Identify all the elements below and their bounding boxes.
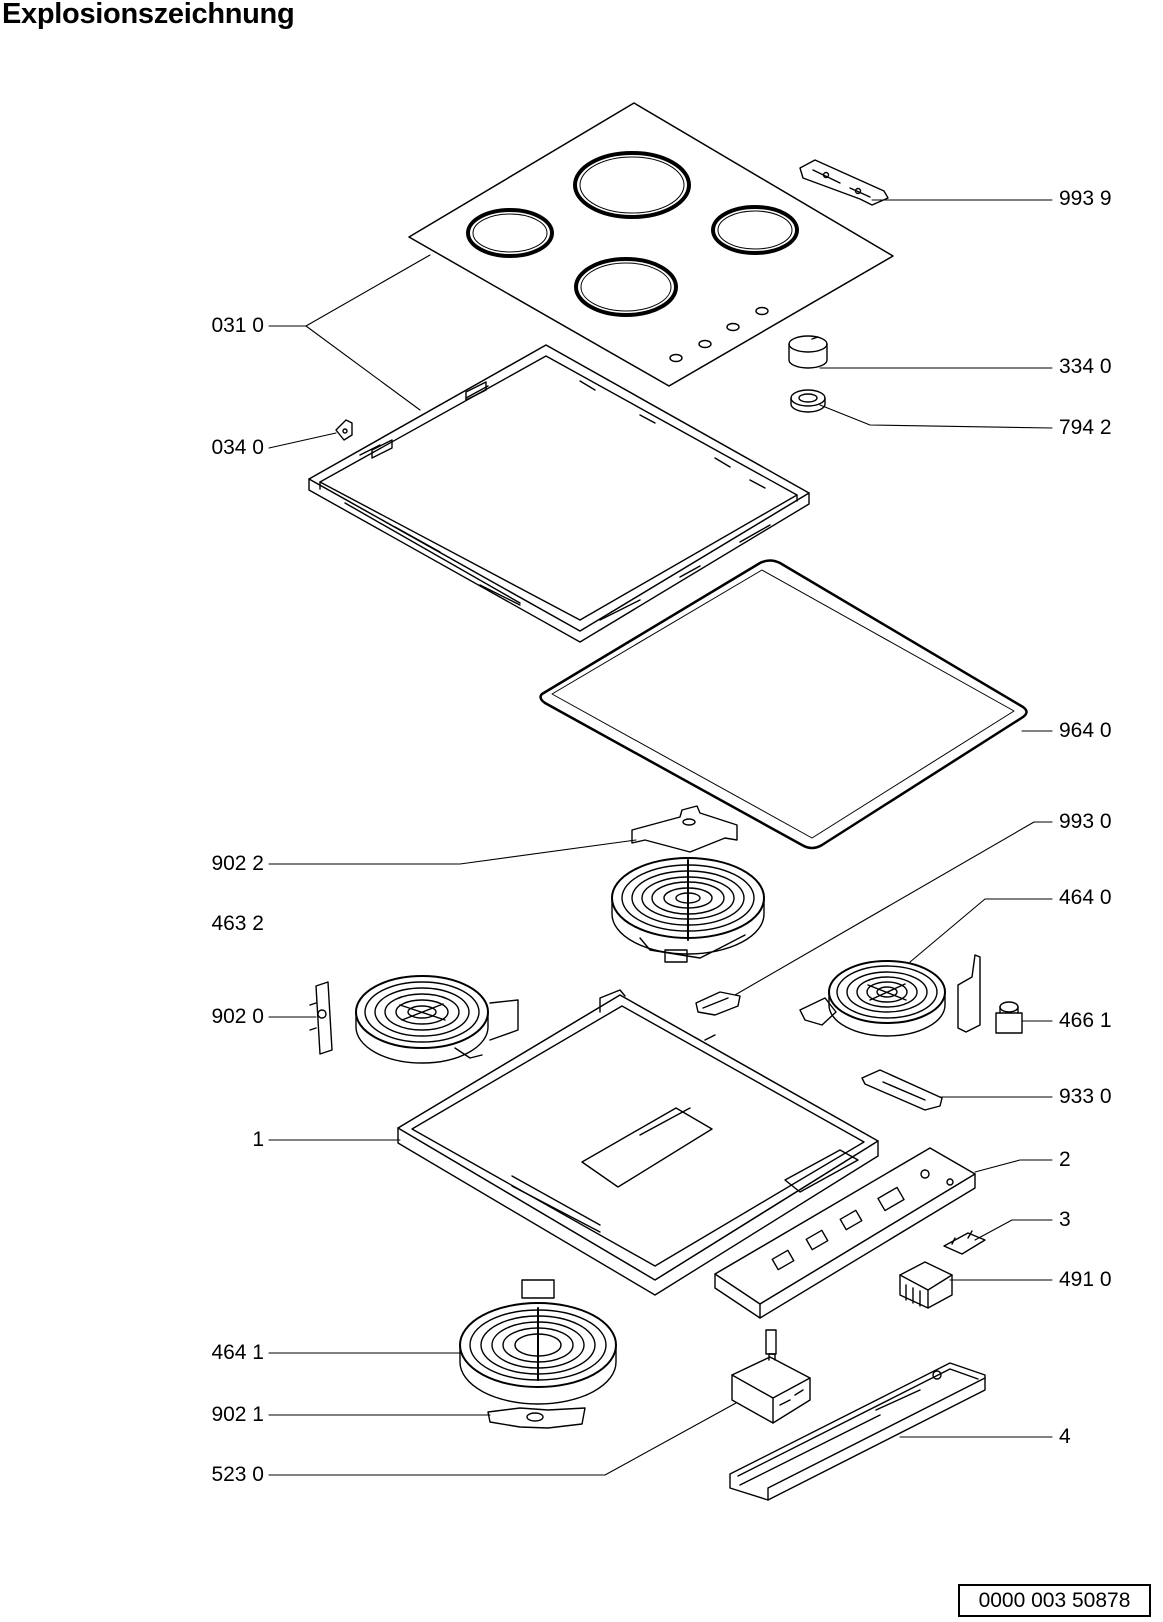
part-label: 031 0 (211, 314, 264, 337)
part-label: 1 (252, 1128, 264, 1151)
base-tray (397, 989, 879, 1296)
part-label: 334 0 (1059, 355, 1112, 378)
hotplate-left (355, 975, 519, 1064)
knob-part (788, 335, 828, 369)
knob-ring-part (790, 389, 826, 413)
part-label: 902 2 (211, 852, 264, 875)
part-label: 4 (1059, 1425, 1071, 1448)
cover-strip-4 (729, 1362, 986, 1501)
part-label: 993 0 (1059, 810, 1112, 833)
part-label: 464 1 (211, 1341, 264, 1364)
part-label: 491 0 (1059, 1268, 1112, 1291)
hotplate-464-1 (459, 1279, 617, 1405)
control-module-2 (714, 1147, 976, 1319)
part-label: 463 2 (211, 912, 264, 935)
hotplate-463-2 (611, 857, 765, 963)
part-label: 964 0 (1059, 719, 1112, 742)
gasket-seal (539, 559, 1028, 850)
part-label: 933 0 (1059, 1085, 1112, 1108)
switch-523-0 (731, 1329, 811, 1424)
part-label: 993 9 (1059, 187, 1112, 210)
part-label: 3 (1059, 1208, 1071, 1231)
glass-ceramic-top (408, 102, 894, 387)
part-466-1 (995, 1001, 1023, 1034)
part-label: 2 (1059, 1148, 1071, 1171)
part-label: 902 1 (211, 1403, 264, 1426)
part-label: 464 0 (1059, 886, 1112, 909)
contact-993-0 (695, 991, 741, 1016)
bracket-902-2 (631, 805, 738, 853)
document-number: 0000 003 50878 (958, 1584, 1151, 1617)
part-label: 902 0 (211, 1005, 264, 1028)
part-933-0 (861, 1069, 943, 1111)
bracket-902-1 (487, 1407, 586, 1429)
leader-lines (268, 199, 1053, 1476)
bracket-902-0 (309, 981, 333, 1055)
part-label: 794 2 (1059, 416, 1112, 439)
frame-clip-part (335, 419, 353, 441)
part-993-9-strip (799, 159, 889, 206)
part-3 (943, 1230, 986, 1255)
terminal-block-491-0 (899, 1261, 953, 1309)
part-label: 466 1 (1059, 1009, 1112, 1032)
part-label: 523 0 (211, 1463, 264, 1486)
page-title: Explosionszeichnung (2, 0, 295, 30)
hotplate-464-0 (799, 954, 981, 1037)
part-label: 034 0 (211, 436, 264, 459)
cooktop-frame (308, 344, 810, 643)
